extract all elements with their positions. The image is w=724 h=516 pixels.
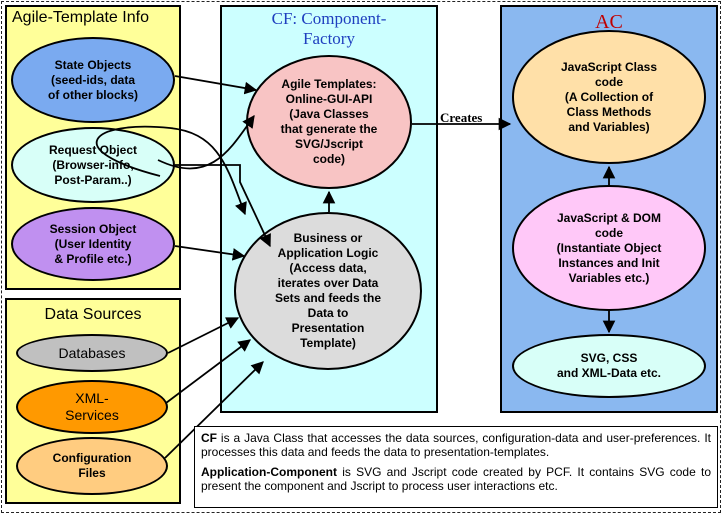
ac-description: Application-Component is SVG and Jscript… (201, 465, 711, 493)
data-sources-title: Data Sources (44, 306, 142, 323)
cf-description: CF is a Java Class that accesses the dat… (201, 431, 711, 459)
request-object-node: Request Object (Browser-info, Post-Param… (11, 127, 175, 203)
databases-node: Databases (16, 334, 168, 372)
configuration-files-node: Configuration Files (16, 437, 168, 495)
javascript-class-node: JavaScript Class code (A Collection of C… (512, 30, 706, 164)
agile-templates-node: Agile Templates: Online-GUI-API (Java Cl… (246, 55, 412, 189)
svg-css-xml-node: SVG, CSS and XML-Data etc. (512, 334, 706, 398)
cf-term: CF (201, 431, 217, 445)
agile-template-info-title: Agile-Template Info (12, 9, 149, 26)
cf-description-text: is a Java Class that accesses the data s… (201, 431, 711, 459)
state-objects-node: State Objects (seed-ids, data of other b… (11, 37, 175, 123)
creates-label: Creates (440, 110, 483, 125)
ac-term: Application-Component (201, 465, 337, 479)
component-factory-title: CF: Component- Factory (271, 9, 387, 48)
application-component-title: AC (595, 11, 623, 33)
javascript-dom-node: JavaScript & DOM code (Instantiate Objec… (512, 185, 706, 311)
ac-description-text: is SVG and Jscript code created by PCF. … (201, 465, 711, 493)
explanation-note: CF is a Java Class that accesses the dat… (194, 426, 718, 508)
xml-services-node: XML- Services (16, 380, 168, 434)
business-logic-node: Business or Application Logic (Access da… (234, 212, 422, 370)
session-object-node: Session Object (User Identity & Profile … (11, 207, 175, 281)
